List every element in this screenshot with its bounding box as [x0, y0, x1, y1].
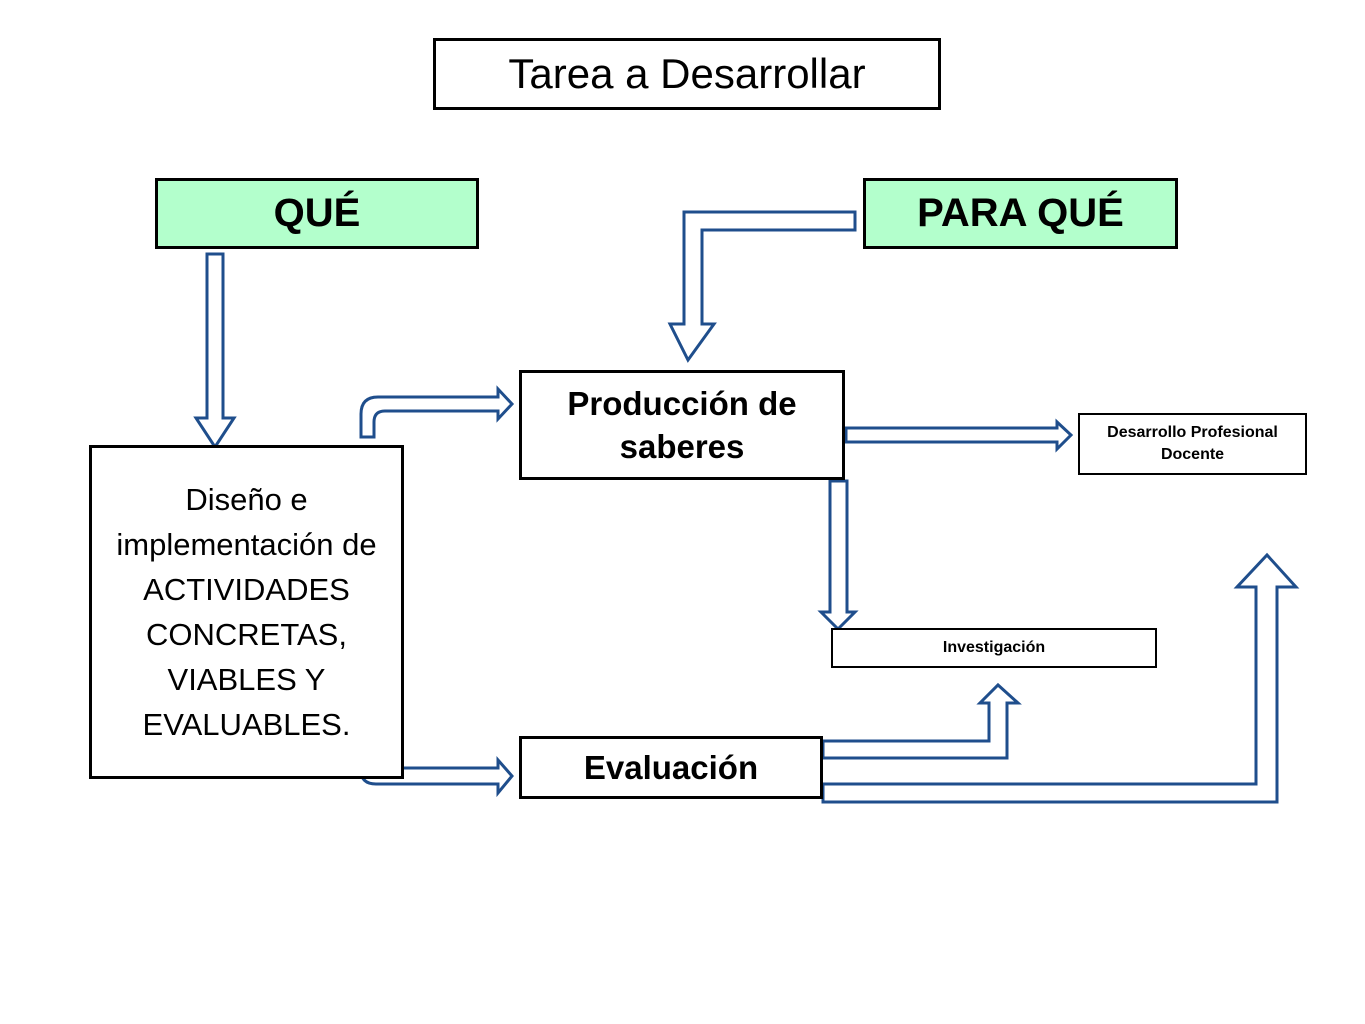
arrow-evaluacion-to-desarrollo — [821, 552, 1300, 804]
arrow-produccion-to-investigacion — [817, 479, 859, 632]
arrow-diseno-to-produccion — [359, 385, 515, 439]
diseno-box: Diseño e implementación de ACTIVIDADES C… — [89, 445, 404, 779]
para-que-box: PARA QUÉ — [863, 178, 1178, 249]
que-box: QUÉ — [155, 178, 479, 249]
arrow-evaluacion-to-investigacion — [821, 682, 1022, 760]
arrow-que-to-diseno — [193, 252, 237, 450]
diagram-title: Tarea a Desarrollar — [433, 38, 941, 110]
arrow-paraque-to-produccion — [667, 210, 857, 363]
desarrollo-box: Desarrollo Profesional Docente — [1078, 413, 1307, 475]
evaluacion-box: Evaluación — [519, 736, 823, 799]
arrow-produccion-to-desarrollo — [844, 418, 1074, 453]
produccion-box: Producción de saberes — [519, 370, 845, 480]
investigacion-box: Investigación — [831, 628, 1157, 668]
